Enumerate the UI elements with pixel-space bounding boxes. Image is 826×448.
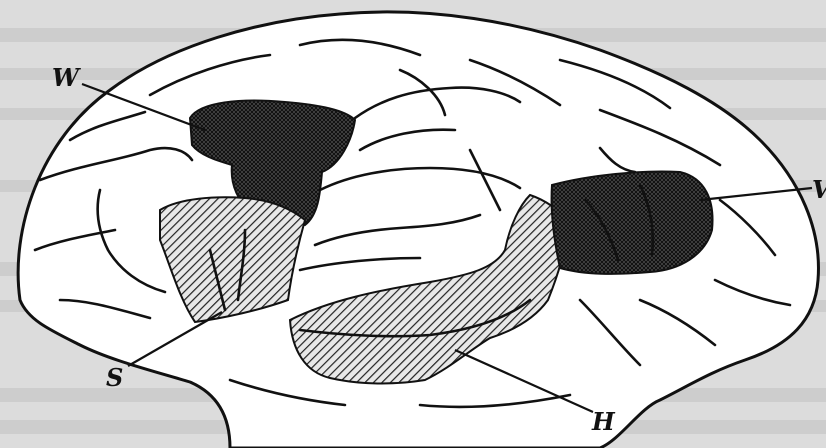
area-V-region bbox=[552, 172, 713, 274]
label-S: S bbox=[106, 363, 123, 392]
label-V: V bbox=[812, 175, 826, 204]
label-H: H bbox=[591, 407, 616, 436]
label-W: W bbox=[52, 63, 81, 92]
